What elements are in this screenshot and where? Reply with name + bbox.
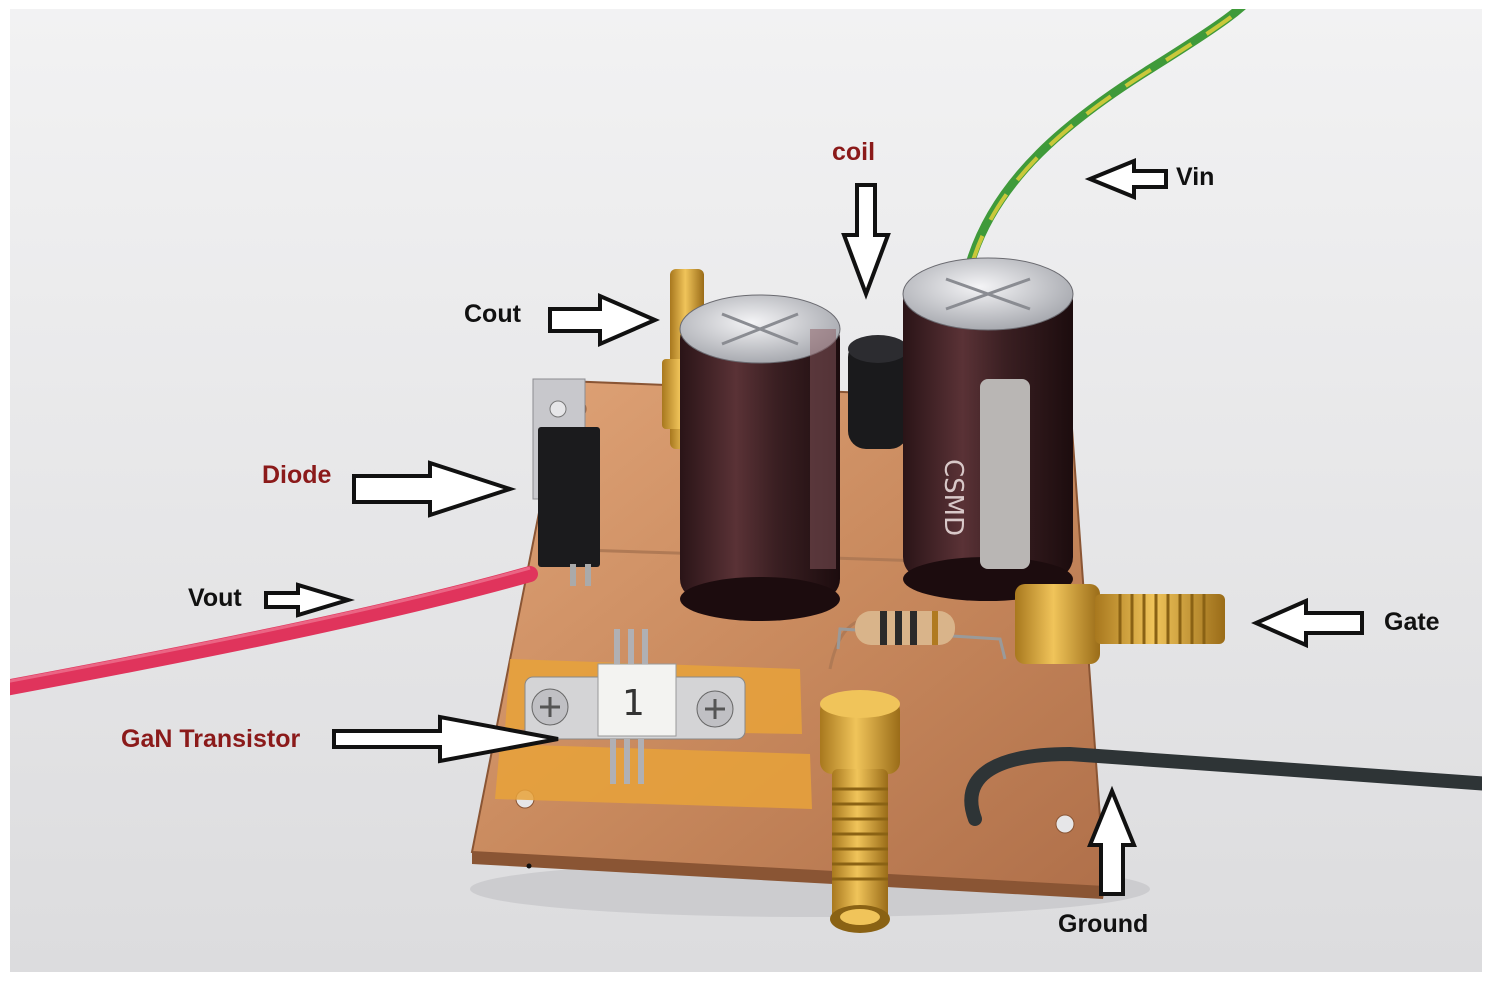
- gan-transistor-label: GaN Transistor: [121, 725, 301, 753]
- vout-label: Vout: [188, 584, 242, 612]
- transistor-marking: 1: [622, 683, 645, 724]
- vin-arrow-icon: [1084, 158, 1168, 200]
- ground-wire: [964, 746, 1482, 826]
- ground-label: Ground: [1058, 910, 1149, 938]
- vin-label: Vin: [1176, 163, 1215, 191]
- photo-frame: CSMD 1: [10, 9, 1482, 972]
- coil: [848, 335, 908, 449]
- cin-capacitor: CSMD: [902, 257, 1074, 601]
- coil-arrow-icon: [841, 183, 891, 300]
- diode-arrow-icon: [352, 460, 517, 518]
- gan-transistor: 1: [524, 629, 746, 784]
- cout-label: Cout: [464, 300, 521, 328]
- gan-arrow-icon: [332, 714, 559, 764]
- resistor: [836, 611, 1007, 660]
- diode-label: Diode: [262, 461, 332, 489]
- output-sma-connector: [820, 690, 900, 933]
- gate-sma-connector: [1015, 584, 1225, 664]
- kapton-tape-bottom: [495, 744, 812, 809]
- coil-label: coil: [832, 138, 876, 166]
- vout-arrow-icon: [264, 582, 355, 618]
- gate-arrow-icon: [1251, 597, 1364, 649]
- cout-capacitor: [679, 294, 841, 621]
- capacitor-brand: CSMD: [938, 459, 968, 536]
- gate-label: Gate: [1384, 608, 1440, 636]
- diode: [532, 378, 600, 586]
- ground-arrow-icon: [1087, 785, 1137, 896]
- vout-wire: [10, 566, 538, 696]
- circuit-photo: CSMD 1: [10, 9, 1482, 972]
- cout-arrow-icon: [548, 292, 661, 348]
